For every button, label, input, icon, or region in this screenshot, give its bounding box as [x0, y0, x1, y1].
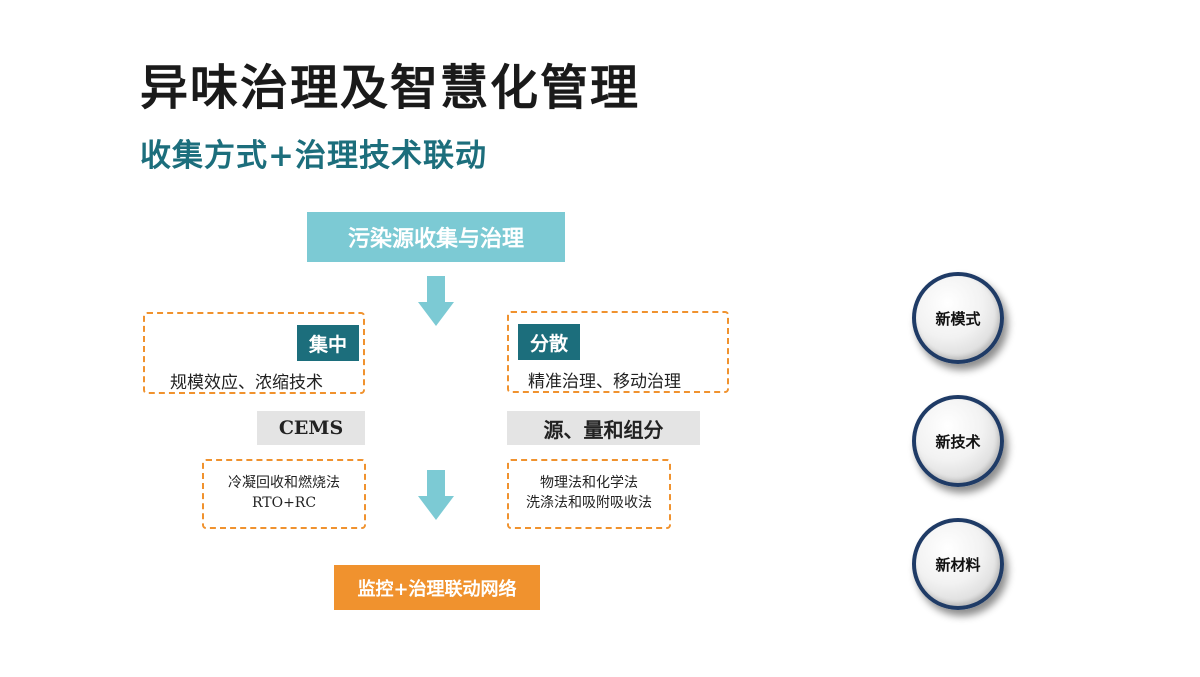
- dispersed-tag: 分散: [518, 324, 580, 360]
- feature-new-material: 新材料: [912, 518, 1004, 610]
- feature-label: 新模式: [935, 309, 981, 328]
- concentrated-tag: 集中: [297, 325, 359, 361]
- concentrated-desc: 规模效应、浓缩技术: [170, 373, 323, 393]
- dispersed-desc: 精准治理、移动治理: [528, 372, 681, 392]
- rto-rc-text: RTO+RC: [251, 495, 317, 511]
- cems-box: CEMS: [257, 411, 365, 445]
- washing-adsorption-text: 洗涤法和吸附吸收法: [526, 495, 652, 511]
- monitoring-network-box: 监控+治理联动网络: [334, 565, 540, 610]
- combustion-text: 冷凝回收和燃烧法: [228, 475, 340, 491]
- feature-label: 新技术: [935, 432, 981, 451]
- source-quantity-box: 源、量和组分: [507, 411, 700, 445]
- physical-chemical-box: 物理法和化学法 洗涤法和吸附吸收法: [507, 459, 671, 529]
- physical-chemical-text: 物理法和化学法: [540, 475, 638, 491]
- dispersed-box: 分散 精准治理、移动治理: [507, 311, 729, 393]
- feature-new-tech: 新技术: [912, 395, 1004, 487]
- feature-label: 新材料: [935, 555, 981, 574]
- combustion-box: 冷凝回收和燃烧法 RTO+RC: [202, 459, 366, 529]
- pollution-source-box: 污染源收集与治理: [307, 212, 565, 262]
- down-arrow-icon: [418, 470, 454, 520]
- page-subtitle: 收集方式+治理技术联动: [140, 138, 487, 174]
- page-title: 异味治理及智慧化管理: [140, 60, 641, 116]
- down-arrow-icon: [418, 276, 454, 326]
- concentrated-box: 集中 规模效应、浓缩技术: [143, 312, 365, 394]
- feature-new-mode: 新模式: [912, 272, 1004, 364]
